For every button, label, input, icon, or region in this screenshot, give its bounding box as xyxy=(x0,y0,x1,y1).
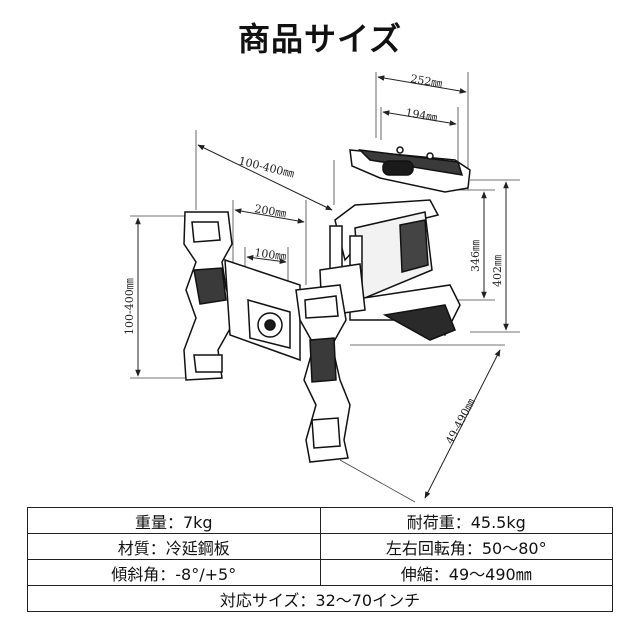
spec-extension: 伸縮：49〜490㎜ xyxy=(319,559,613,586)
tv-mount-diagram: 252㎜ 194㎜ 100-400㎜ 200㎜ 100㎜ 100-400㎜ 34… xyxy=(123,72,520,503)
dim-line-194 xyxy=(382,110,457,126)
dim-label-100: 100㎜ xyxy=(254,246,287,263)
page-title: 商品サイズ xyxy=(237,20,403,58)
dimension-lines xyxy=(135,75,509,499)
spec-weight: 重量：7kg xyxy=(27,507,321,534)
dim-label-194: 194㎜ xyxy=(404,106,438,124)
articulating-arms xyxy=(319,199,461,341)
dim-line-252 xyxy=(377,75,467,94)
spec-row: 材質：冷延鋼板 左右回転角：50〜80° xyxy=(27,533,613,560)
spec-material: 材質：冷延鋼板 xyxy=(27,533,321,560)
wall-plate xyxy=(349,146,471,193)
spec-size: 対応サイズ：32〜70インチ xyxy=(27,585,613,612)
dim-label-100-400-h: 100-400㎜ xyxy=(237,154,295,180)
spec-row: 対応サイズ：32〜70インチ xyxy=(27,585,613,612)
dim-line-100-400-h xyxy=(197,144,333,211)
dim-label-252: 252㎜ xyxy=(409,72,443,90)
spec-load: 耐荷重：45.5kg xyxy=(319,507,613,534)
dim-line-100 xyxy=(246,255,287,264)
spec-table: 重量：7kg 耐荷重：45.5kg 材質：冷延鋼板 左右回転角：50〜80° 傾… xyxy=(27,507,613,612)
extension-lines xyxy=(130,72,520,503)
spec-row: 傾斜角：-8°/+5° 伸縮：49〜490㎜ xyxy=(27,559,613,586)
tv-bracket xyxy=(183,211,351,463)
spec-tilt: 傾斜角：-8°/+5° xyxy=(27,559,321,586)
spec-swivel: 左右回転角：50〜80° xyxy=(319,533,613,560)
dim-label-200: 200㎜ xyxy=(253,202,287,220)
spec-row: 重量：7kg 耐荷重：45.5kg xyxy=(27,507,613,534)
dim-line-49-490 xyxy=(424,349,501,499)
dim-label-346: 346㎜ xyxy=(469,240,482,272)
dim-line-200 xyxy=(234,208,305,224)
dim-label-100-400-v: 100-400㎜ xyxy=(123,278,136,335)
dim-label-49-490: 49-490㎜ xyxy=(443,396,478,446)
dim-label-402: 402㎜ xyxy=(491,255,504,287)
